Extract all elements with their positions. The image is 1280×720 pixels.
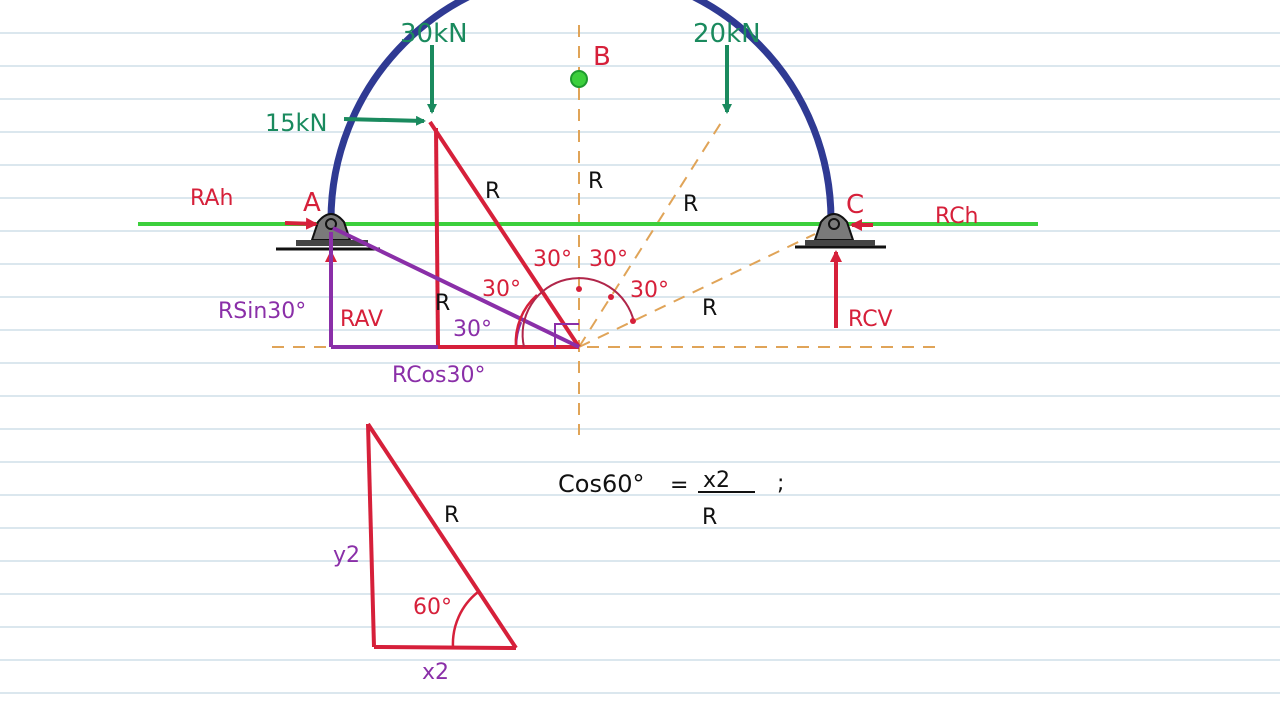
radius-label-right-upper: R xyxy=(683,192,698,217)
load-15kn-label: 15kN xyxy=(265,109,327,137)
reaction-rah-arrow xyxy=(284,217,318,230)
small-right-triangle xyxy=(366,422,518,650)
angle-right-label: 30° xyxy=(630,278,669,303)
radius-label-vertical: R xyxy=(435,291,450,316)
load-20kn-label: 20kN xyxy=(693,19,761,49)
load-30kn-label: 30kN xyxy=(400,19,468,49)
reaction-rah-label: RAh xyxy=(190,186,233,211)
load-15kn-arrow xyxy=(343,115,426,126)
red-geometry-triangle xyxy=(428,120,581,349)
equation-equals: = xyxy=(670,473,688,498)
equation-numerator: x2 xyxy=(703,468,730,493)
applied-loads xyxy=(343,45,732,126)
small-triangle-y2-label: y2 xyxy=(333,543,360,568)
radius-label-hyp: R xyxy=(485,179,500,204)
radius-label-right-lower: R xyxy=(702,296,717,321)
equation-denominator: R xyxy=(702,505,717,530)
reaction-rcv-label: RCV xyxy=(848,307,893,332)
angle-arcs xyxy=(514,277,636,348)
angle-center-left-label: 30° xyxy=(533,247,572,272)
pin-support-c-icon xyxy=(795,213,886,249)
radius-dashed-30 xyxy=(578,233,816,348)
small-triangle-hyp-label: R xyxy=(444,503,459,528)
small-triangle-angle-label: 60° xyxy=(413,595,452,620)
purple-component-triangle xyxy=(329,226,580,349)
angle-red-label: 30° xyxy=(482,277,521,302)
radius-label-center: R xyxy=(588,169,603,194)
rsin-label: RSin30° xyxy=(218,299,306,324)
radius-dashed-60 xyxy=(578,117,725,348)
hinge-b-icon xyxy=(570,70,588,88)
point-b-label: B xyxy=(593,42,611,72)
semicircular-arch xyxy=(327,0,835,221)
equation-terminator: ; xyxy=(777,471,784,496)
rcos-label: RCos30° xyxy=(392,363,485,388)
angle-center-right-label: 30° xyxy=(589,247,628,272)
equation-lhs: Cos60° xyxy=(558,470,644,498)
angle-purple-label: 30° xyxy=(453,317,492,342)
point-c-label: C xyxy=(846,190,864,220)
point-a-label: A xyxy=(303,188,321,218)
small-triangle-x2-label: x2 xyxy=(422,660,449,685)
reaction-rch-label: RCh xyxy=(935,204,979,229)
reaction-rav-label: RAV xyxy=(340,307,383,332)
